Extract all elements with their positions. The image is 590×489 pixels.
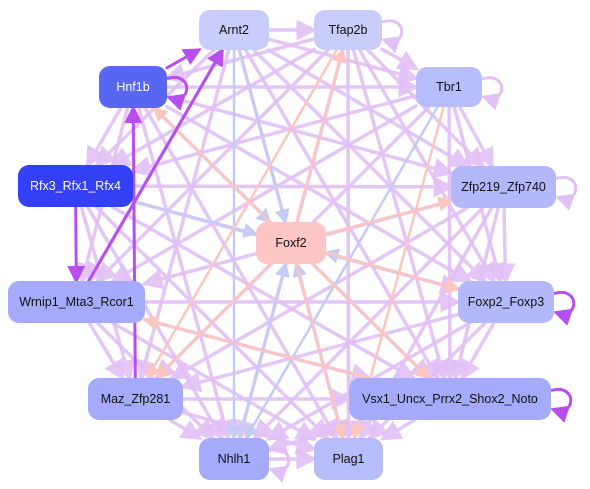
node-hnf1b-label: Hnf1b — [116, 80, 150, 94]
edge-tbr1-to-zfp219 — [458, 105, 494, 170]
edge-foxf2-to-hnf1b — [152, 106, 271, 224]
edge-hnf1b-to-foxp2 — [165, 104, 473, 283]
edge-wrnip1-to-maz — [87, 321, 125, 381]
self-loop-foxp2 — [553, 290, 576, 326]
edge-foxf2-to-vsx1 — [311, 262, 431, 380]
node-tbr1-label: Tbr1 — [436, 80, 462, 94]
node-foxf2-label: Foxf2 — [275, 236, 307, 250]
node-zfp219-zfp740[interactable]: Zfp219_Zfp740 — [451, 166, 556, 208]
node-rfx3-rfx1-rfx4-label: Rfx3_Rfx1_Rfx4 — [29, 179, 121, 193]
node-tfap2b-label: Tfap2b — [328, 23, 368, 37]
edge-foxp2-to-vsx1 — [460, 321, 496, 382]
edge-rfx-to-wrnip1 — [67, 205, 86, 284]
self-loop-vsx1 — [550, 387, 573, 423]
node-foxf2[interactable]: Foxf2 — [256, 222, 326, 264]
edge-foxf2-to-foxp2 — [324, 251, 461, 293]
self-loop-hnf1b — [166, 75, 189, 111]
node-wrnip1-mta3-rcor1[interactable]: Wrnip1_Mta3_Rcor1 — [8, 281, 145, 323]
edge-hnf1b-to-arnt2 — [165, 48, 202, 70]
edge-tbr1-to-wrnip1 — [109, 104, 418, 283]
edge-foxf2-to-plag1 — [295, 262, 347, 441]
node-rfx3-rfx1-rfx4[interactable]: Rfx3_Rfx1_Rfx4 — [18, 165, 133, 207]
edge-tbr1-to-rfx — [129, 93, 418, 177]
node-arnt2-label: Arnt2 — [219, 23, 249, 37]
edge-maz-to-nhlh1 — [168, 418, 203, 440]
node-nhlh1-label: Nhlh1 — [217, 452, 251, 466]
edge-hnf1b-to-plag1 — [143, 106, 339, 442]
node-arnt2[interactable]: Arnt2 — [199, 10, 269, 50]
edge-foxf2-to-zfp219 — [324, 196, 454, 236]
node-hnf1b[interactable]: Hnf1b — [99, 66, 167, 108]
edge-arnt2-to-foxf2 — [238, 48, 290, 225]
edge-vsx1-to-wrnip1 — [142, 315, 371, 380]
node-zfp219-zfp740-label: Zfp219_Zfp740 — [461, 180, 546, 194]
edge-foxf2-to-tfap2b — [295, 47, 347, 224]
self-loop-nhlh1 — [268, 447, 291, 483]
self-loop-tbr1 — [481, 76, 504, 111]
edge-wrnip1-to-arnt2 — [87, 47, 224, 283]
node-maz-zfp281-label: Maz_Zfp281 — [100, 392, 171, 406]
edge-tfap2b-to-maz — [146, 48, 338, 381]
node-foxp2-foxp3[interactable]: Foxp2_Foxp3 — [458, 281, 554, 323]
edge-maz-to-hnf1b — [124, 105, 143, 380]
edge-rfx-to-zfp219 — [131, 176, 455, 198]
edge-zfp219-to-maz — [168, 206, 469, 380]
edge-rfx-to-vsx1 — [110, 205, 417, 380]
edge-zfp219-to-foxp2 — [494, 206, 516, 285]
edge-hnf1b-to-rfx — [85, 106, 123, 169]
edge-vsx1-to-plag1 — [379, 418, 417, 441]
node-plag1-label: Plag1 — [332, 452, 365, 466]
node-tbr1[interactable]: Tbr1 — [416, 67, 482, 107]
edge-tfap2b-to-tbr1 — [380, 47, 420, 71]
node-tfap2b[interactable]: Tfap2b — [314, 10, 382, 50]
edge-hnf1b-to-zfp219 — [165, 94, 455, 179]
node-nhlh1[interactable]: Nhlh1 — [199, 438, 269, 480]
node-plag1[interactable]: Plag1 — [314, 438, 383, 480]
node-wrnip1-mta3-rcor1-label: Wrnip1_Mta3_Rcor1 — [19, 295, 134, 309]
self-loop-zfp219 — [555, 175, 578, 211]
edge-foxf2-to-maz — [154, 262, 272, 380]
node-vsx1-uncx-prrx2-shox2-noto-label: Vsx1_Uncx_Prrx2_Shox2_Noto — [362, 392, 538, 406]
edge-rfx-to-foxf2 — [131, 199, 259, 238]
edge-tbr1-to-nhlh1 — [244, 105, 439, 441]
edge-wrnip1-to-plag1 — [111, 321, 318, 441]
self-loop-tfap2b — [381, 19, 404, 54]
edge-arnt2-to-vsx1 — [243, 48, 440, 382]
node-maz-zfp281[interactable]: Maz_Zfp281 — [88, 378, 183, 420]
node-foxp2-foxp3-label: Foxp2_Foxp3 — [467, 295, 545, 309]
edge-tfap2b-to-plag1 — [337, 48, 359, 442]
node-vsx1-uncx-prrx2-shox2-noto[interactable]: Vsx1_Uncx_Prrx2_Shox2_Noto — [349, 378, 551, 420]
